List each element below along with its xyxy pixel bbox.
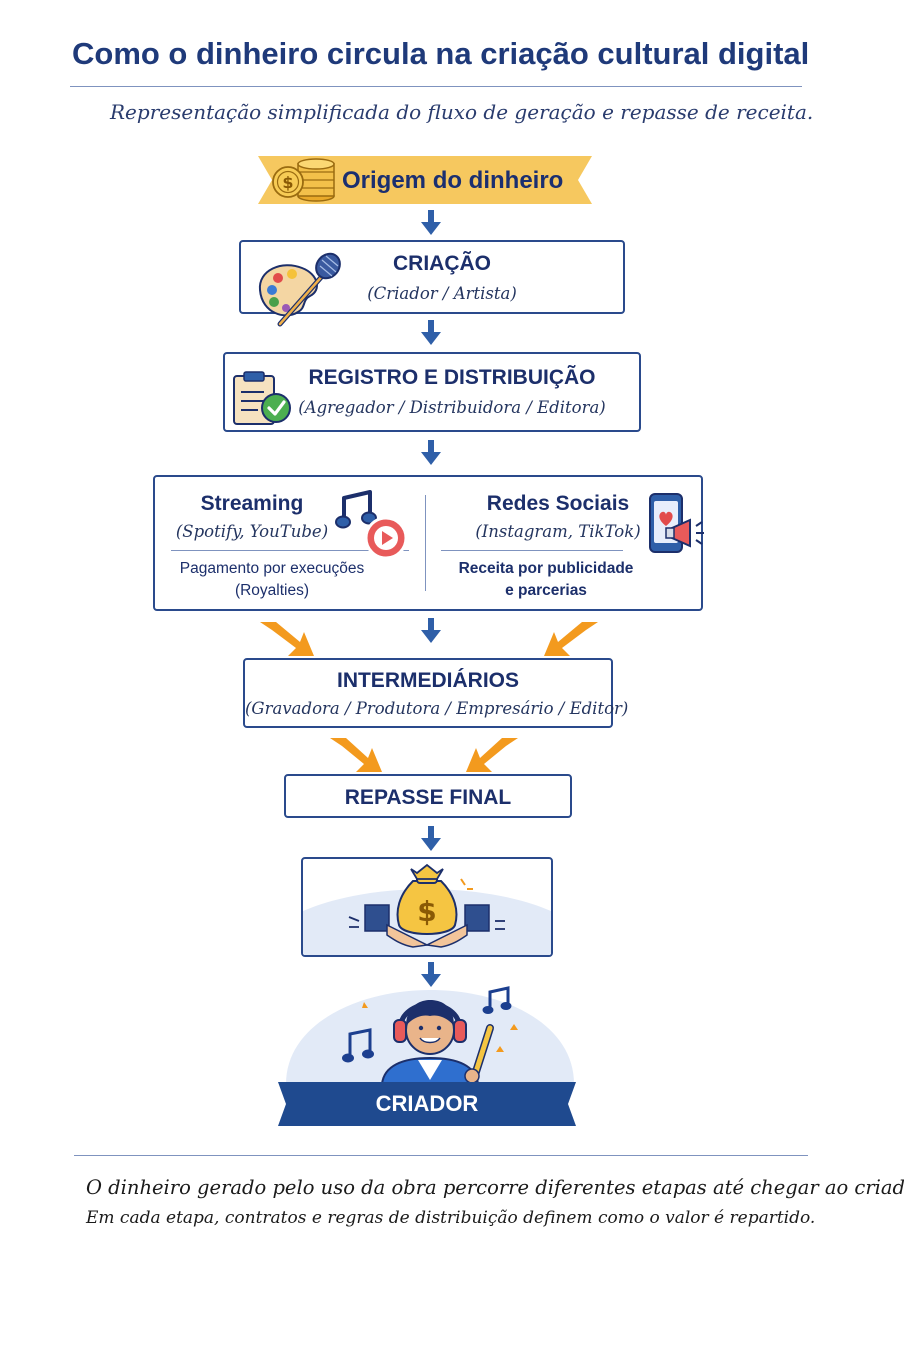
streaming-line1: Pagamento por execuções [179, 560, 365, 577]
arrow-down-icon [421, 210, 441, 235]
title-divider [70, 86, 802, 87]
step-registro: REGISTRO E DISTRIBUIÇÃO (Agregador / Dis… [223, 352, 641, 432]
page-subtitle: Representação simplificada do fluxo de g… [110, 100, 814, 124]
arrow-down-icon [421, 320, 441, 345]
streaming-divider [171, 550, 409, 551]
clipboard-check-icon [230, 370, 296, 433]
coins-icon: $ [270, 152, 336, 211]
criacao-subtitle: (Criador / Artista) [367, 284, 517, 303]
repasse-title: REPASSE FINAL [344, 786, 512, 809]
step-intermediarios: INTERMEDIÁRIOS (Gravadora / Produtora / … [243, 658, 629, 728]
creator-label: CRIADOR [375, 1091, 479, 1116]
creator-illustration [278, 984, 580, 1126]
money-bag-panel: $ [301, 857, 553, 957]
column-divider [425, 495, 426, 591]
creator-headphones-icon [286, 986, 574, 1085]
redes-line1: Receita por publicidade [458, 560, 634, 577]
redes-line2: e parcerias [505, 582, 587, 599]
arrow-down-icon [421, 618, 441, 643]
arrow-diagonal-left-icon [330, 738, 382, 772]
banner-ribbon [258, 156, 592, 204]
intermediarios-subtitle: (Gravadora / Produtora / Empresário / Ed… [245, 699, 629, 718]
creator-ribbon [278, 1082, 576, 1126]
registro-title: REGISTRO E DISTRIBUIÇÃO [308, 366, 596, 389]
redes-divider [441, 550, 623, 551]
streaming-line2: (Royalties) [234, 582, 310, 599]
streaming-title: Streaming [200, 492, 304, 515]
arrow-down-icon [421, 826, 441, 851]
footer-divider [74, 1155, 808, 1156]
footer-line1: O dinheiro gerado pelo uso da obra perco… [86, 1176, 904, 1199]
registro-subtitle: (Agregador / Distribuidora / Editora) [298, 398, 606, 417]
redes-subtitle: (Instagram, TikTok) [475, 522, 641, 541]
phone-megaphone-icon [644, 490, 710, 563]
origin-banner-label: Origem do dinheiro [342, 167, 564, 194]
page-title: Como o dinheiro circula na criação cultu… [72, 36, 810, 71]
arrow-diagonal-right-icon [466, 738, 518, 772]
criacao-title: CRIAÇÃO [393, 252, 491, 275]
music-play-icon [334, 490, 410, 567]
creator-banner: CRIADOR [278, 1082, 576, 1126]
footer-line2: Em cada etapa, contratos e regras de dis… [86, 1208, 816, 1228]
svg-text:$: $ [417, 895, 436, 928]
palette-microphone-icon [252, 246, 344, 333]
step-repasse: REPASSE FINAL [284, 774, 572, 818]
redes-title: Redes Sociais [486, 492, 630, 515]
money-bag-handshake-icon: $ [303, 863, 551, 955]
arrow-down-icon [421, 962, 441, 987]
intermediarios-title: INTERMEDIÁRIOS [336, 669, 519, 692]
origin-banner: $ Origem do dinheiro [258, 156, 592, 204]
arrow-diagonal-left-icon [260, 622, 314, 656]
arrow-diagonal-right-icon [544, 622, 598, 656]
svg-text:$: $ [282, 173, 293, 192]
revenue-sources-box: Streaming (Spotify, YouTube) Pagamento p… [153, 475, 703, 611]
arrow-down-icon [421, 440, 441, 465]
streaming-subtitle: (Spotify, YouTube) [175, 522, 329, 541]
